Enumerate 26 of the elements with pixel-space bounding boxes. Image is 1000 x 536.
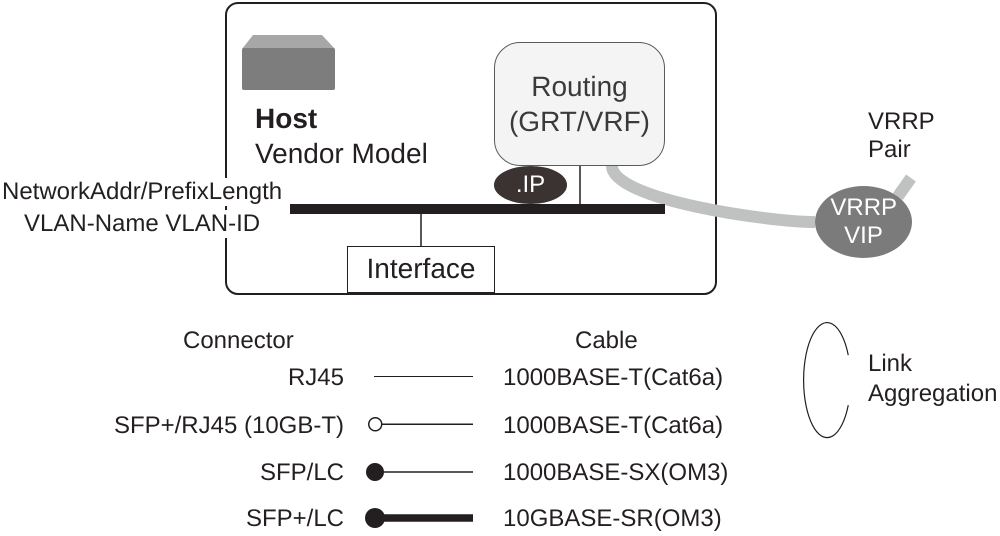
model-label: Vendor Model (255, 138, 428, 170)
connector-type: RJ45 (288, 364, 344, 392)
routing-box (494, 42, 665, 166)
connector-type: SFP/LC (260, 459, 344, 487)
connector-type: SFP+/RJ45 (10GB-T) (114, 412, 344, 440)
routing-label: Routing (GRT/VRF) (508, 70, 650, 139)
connector-line (579, 166, 581, 204)
vlan-label: VLAN-Name VLAN-ID (24, 210, 260, 238)
network-address-label: NetworkAddr/PrefixLength (2, 178, 282, 206)
vip-label: VRRP VIP (830, 194, 897, 250)
cable-type: 1000BASE-T(Cat6a) (503, 364, 724, 392)
cable-type: 10GBASE-SR(OM3) (503, 505, 722, 533)
vlan-bar (290, 204, 665, 214)
cable-type: 1000BASE-SX(OM3) (503, 459, 728, 487)
ip-label: .IP (516, 171, 546, 199)
host-name: Host (255, 103, 318, 136)
column-header: Connector (183, 327, 294, 355)
cable-type: 1000BASE-T(Cat6a) (503, 412, 724, 440)
legend-label: Link Aggregation (868, 349, 998, 409)
vrrp-link-curve (606, 164, 816, 228)
interface-box (347, 246, 495, 293)
column-header: Cable (575, 327, 638, 355)
vrrp-link-curve (892, 174, 916, 200)
connector-line (420, 214, 422, 246)
interface-label: Interface (366, 253, 476, 286)
connector-type: SFP+/LC (246, 505, 344, 533)
